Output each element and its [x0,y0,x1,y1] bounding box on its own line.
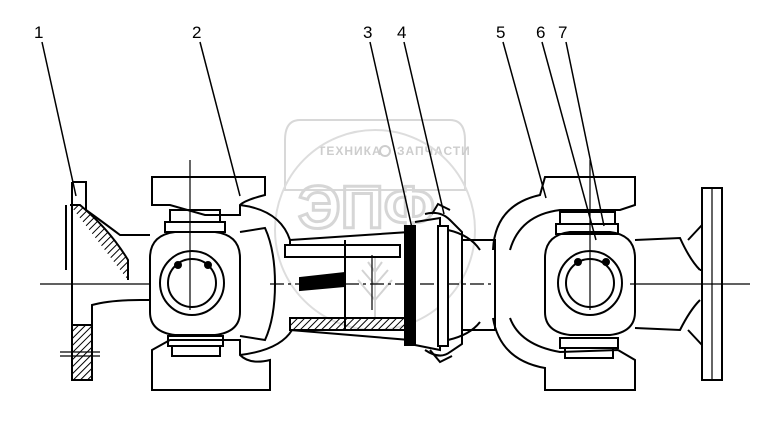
watermark-text-right: ЗАПЧАСТИ [397,144,471,158]
callout-3: 3 [363,23,372,42]
callout-6: 6 [536,23,545,42]
callout-7: 7 [558,23,567,42]
wheat-icon [357,258,393,320]
callout-1: 1 [34,23,43,42]
right-universal-joint [492,176,701,391]
callout-2: 2 [192,23,201,42]
left-flange [60,181,150,381]
callout-4: 4 [397,23,406,42]
callout-labels: 1 2 3 4 5 6 7 [34,23,567,42]
gear-icon [379,145,391,157]
leader-lines [41,41,605,241]
center-shaft [284,202,496,364]
watermark-text-left: ТЕХНИКА [318,144,382,158]
callout-5: 5 [496,23,505,42]
left-universal-joint [149,176,293,391]
right-flange [687,187,723,381]
